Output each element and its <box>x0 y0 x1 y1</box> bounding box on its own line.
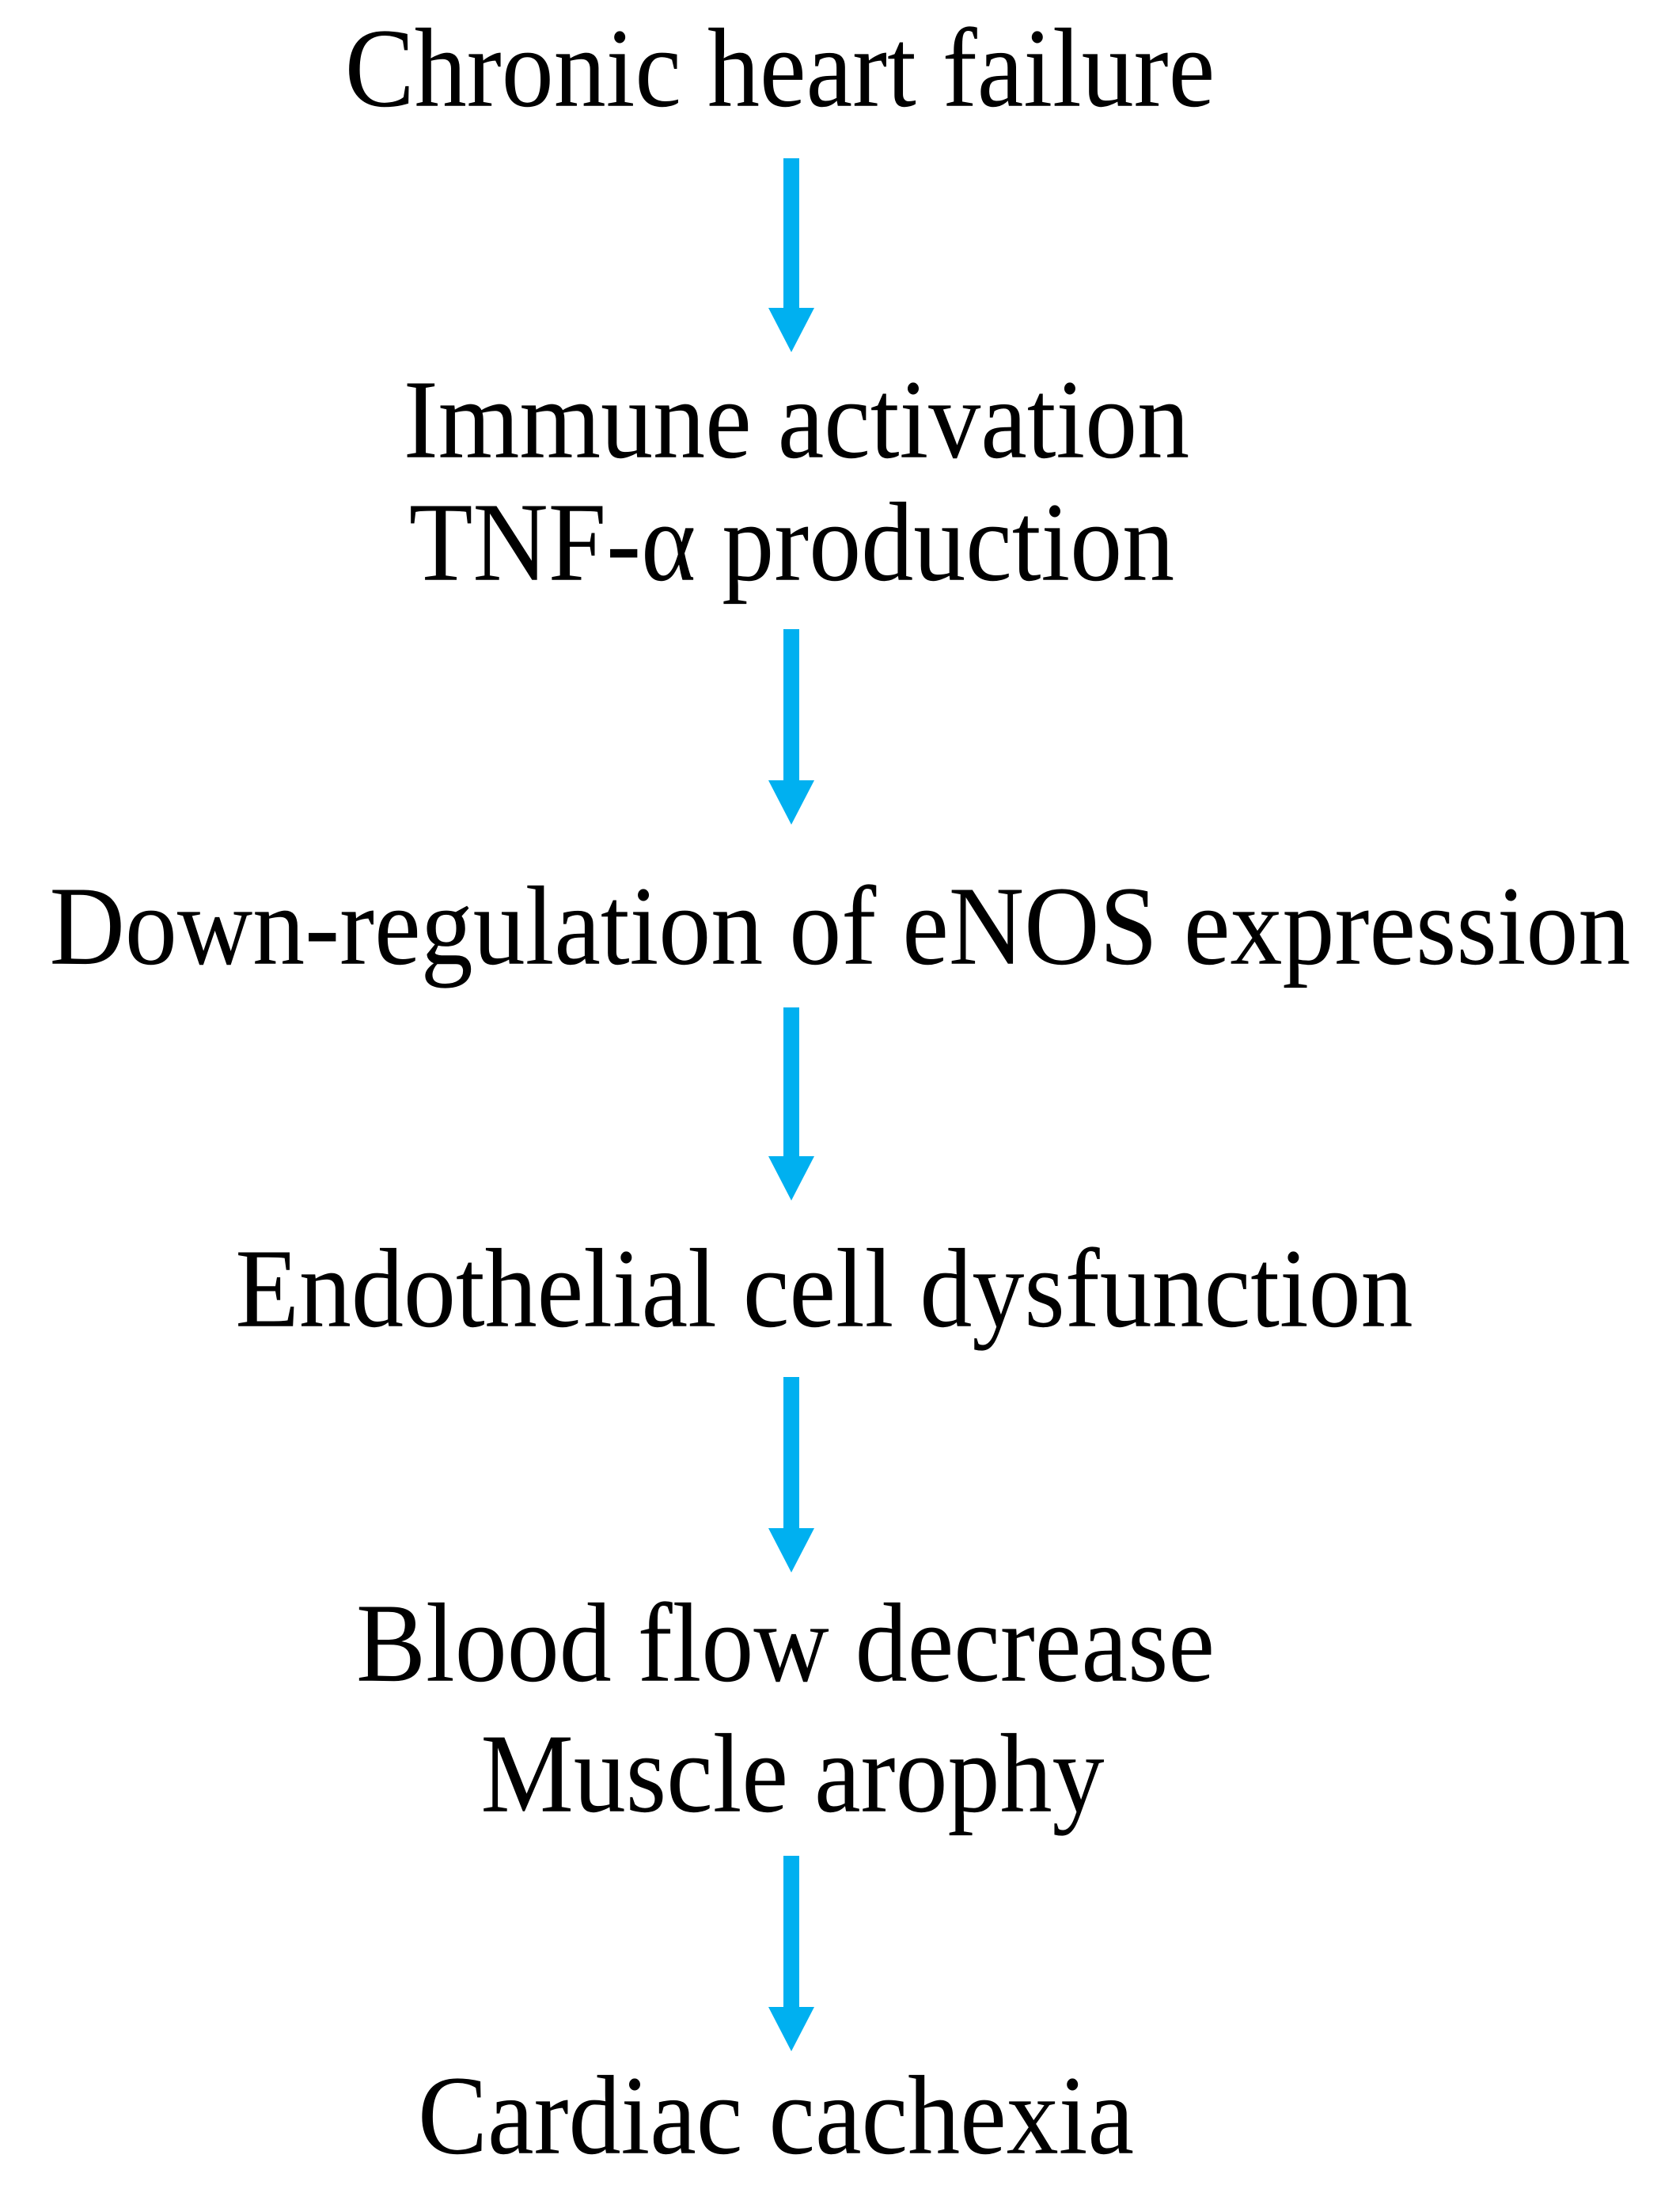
flow-step-immune-activation: Immune activation <box>0 362 1680 476</box>
flow-step-downregulation-enos-expression: Down-regulation of eNOS expression <box>0 869 1680 983</box>
flow-step-muscle-arophy: Muscle arophy <box>0 1717 1680 1830</box>
arrow-shaft <box>783 158 799 313</box>
down-arrow-icon <box>768 629 814 825</box>
arrow-head <box>768 308 814 352</box>
flow-step-label: Blood flow decrease <box>356 1580 1215 1706</box>
flow-step-label: TNF-α production <box>408 479 1175 605</box>
arrow-shaft <box>783 1377 799 1533</box>
arrow-head <box>768 1528 814 1572</box>
flow-step-label: Chronic heart failure <box>344 5 1215 131</box>
flow-step-label: Immune activation <box>403 356 1190 483</box>
flow-step-blood-flow-decrease: Blood flow decrease <box>0 1586 1680 1700</box>
arrow-shaft <box>783 1856 799 2012</box>
flow-step-label: Endothelial cell dysfunction <box>235 1225 1413 1352</box>
arrow-head <box>768 780 814 825</box>
arrow-head <box>768 2007 814 2051</box>
flow-step-cardiac-cachexia: Cardiac cachexia <box>0 2058 1680 2172</box>
down-arrow-icon <box>768 1856 814 2051</box>
down-arrow-icon <box>768 1007 814 1201</box>
arrow-shaft <box>783 629 799 785</box>
down-arrow-icon <box>768 1377 814 1572</box>
flow-step-label: Down-regulation of eNOS expression <box>49 863 1631 989</box>
flow-step-label: Muscle arophy <box>480 1710 1105 1837</box>
flow-step-chronic-heart-failure: Chronic heart failure <box>0 11 1680 125</box>
flow-step-tnf-alpha-production: TNF-α production <box>0 485 1680 599</box>
flow-step-label: Cardiac cachexia <box>417 2052 1135 2179</box>
down-arrow-icon <box>768 158 814 352</box>
arrow-head <box>768 1156 814 1201</box>
arrow-shaft <box>783 1007 799 1161</box>
flow-step-endothelial-cell-dysfunction: Endothelial cell dysfunction <box>0 1231 1680 1345</box>
